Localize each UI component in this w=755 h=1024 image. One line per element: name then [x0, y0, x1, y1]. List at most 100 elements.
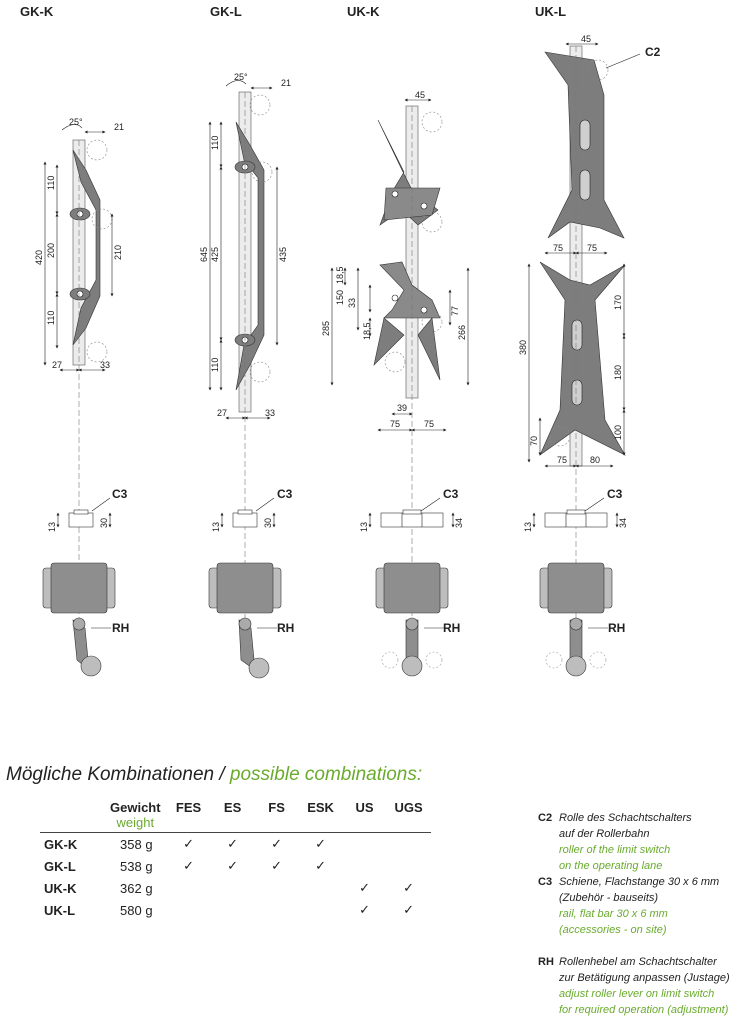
- table-header-us: US: [355, 800, 374, 815]
- dim-label: 200: [46, 243, 56, 258]
- table-header-fes: FES: [175, 800, 202, 815]
- legend-text-de: Schiene, Flachstange 30 x 6 mm: [559, 876, 720, 888]
- dim-label: 75: [553, 243, 563, 253]
- dim-label: 27: [217, 408, 227, 418]
- legend-text-en: roller of the limit switch: [559, 844, 671, 856]
- callout-c3: C3: [607, 487, 623, 501]
- dim-label: 18,5: [335, 266, 345, 284]
- dim-label: 34: [454, 518, 464, 528]
- dim-label: 77: [450, 306, 460, 316]
- combinations-heading: Mögliche Kombinationen / possible combin…: [6, 764, 422, 786]
- column-title-gk-l: GK-L: [210, 4, 242, 19]
- dim-label: 18,5: [362, 322, 372, 340]
- check-mark: ✓: [183, 836, 195, 851]
- row-name: UK-K: [44, 880, 77, 896]
- dim-label: 70: [529, 436, 539, 446]
- table-row: GK-K 358 g ✓ ✓ ✓ ✓: [40, 833, 431, 856]
- dim-label: 170: [613, 295, 623, 310]
- check-mark: ✓: [359, 902, 371, 917]
- empty-cell: [343, 855, 387, 877]
- dim-label: 180: [613, 365, 623, 380]
- dim-label: 13: [359, 522, 369, 532]
- column-title-gk-k: GK-K: [20, 4, 54, 19]
- empty-cell: [167, 899, 211, 921]
- callout-c3: C3: [277, 487, 293, 501]
- legend-text-en: for required operation (adjustment): [559, 1004, 729, 1016]
- dim-label: 33: [265, 408, 275, 418]
- empty-cell: [387, 855, 431, 877]
- legend-text-de: Rolle des Schachtschalters: [559, 812, 692, 824]
- empty-cell: [167, 877, 211, 899]
- row-name: GK-K: [44, 836, 78, 852]
- dim-label: 75: [557, 455, 567, 465]
- dim-label: 425: [210, 247, 220, 262]
- heading-en: possible combinations:: [229, 764, 423, 785]
- row-weight: 358 g: [120, 836, 153, 852]
- empty-cell: [387, 833, 431, 856]
- check-mark: ✓: [315, 836, 327, 851]
- dim-label: 21: [114, 122, 124, 132]
- dim-label: 110: [46, 311, 56, 325]
- dim-label: 27: [52, 360, 62, 370]
- check-mark: ✓: [271, 836, 283, 851]
- table-header-esk: ESK: [307, 800, 334, 815]
- legend-key: C3: [538, 876, 553, 888]
- dim-label: 21: [281, 78, 291, 88]
- row-name: UK-L: [44, 902, 76, 918]
- dim-label: 420: [34, 250, 44, 265]
- gk-l-cam-drawing: [208, 80, 279, 620]
- row-weight: 580 g: [120, 902, 153, 918]
- dim-label: 75: [424, 419, 434, 429]
- table-header-fs: FS: [268, 800, 285, 815]
- dim-label: 25°: [69, 117, 83, 127]
- callout-c2: C2: [645, 45, 661, 59]
- limit-switch-uk-k: [375, 562, 449, 677]
- dim-label: 110: [46, 176, 56, 190]
- dim-label: 150: [335, 290, 345, 305]
- legend-text-en: on the operating lane: [559, 860, 663, 872]
- dim-label: 33: [347, 298, 357, 308]
- dim-label: 30: [99, 518, 109, 528]
- empty-cell: [299, 877, 343, 899]
- heading-de: Mögliche Kombinationen /: [6, 764, 225, 785]
- limit-switch-gk-l: [208, 562, 282, 679]
- technical-drawing: 25° 21 110 420 200 210 110 27 33 25° 21 …: [34, 34, 661, 679]
- callout-c3: C3: [443, 487, 459, 501]
- empty-cell: [343, 833, 387, 856]
- table-header-ugs: UGS: [394, 800, 423, 815]
- legend-text-en: (accessories - on site): [559, 924, 667, 936]
- dim-label: 435: [278, 247, 288, 262]
- dim-label: 25°: [234, 72, 248, 82]
- callout-rh: RH: [608, 621, 625, 635]
- dim-label: 45: [415, 90, 425, 100]
- legend-text-en: rail, flat bar 30 x 6 mm: [559, 908, 668, 920]
- c3-rail-sections: [56, 497, 619, 528]
- dim-label: 75: [587, 243, 597, 253]
- legend-text-de: zur Betätigung anpassen (Justage): [559, 972, 730, 984]
- empty-cell: [211, 899, 255, 921]
- dim-label: 39: [397, 403, 407, 413]
- check-mark: ✓: [271, 858, 283, 873]
- dim-label: 13: [211, 522, 221, 532]
- limit-switch-gk-k: [42, 562, 116, 677]
- dim-label: 110: [210, 358, 220, 372]
- check-mark: ✓: [227, 858, 239, 873]
- check-mark: ✓: [227, 836, 239, 851]
- check-mark: ✓: [403, 880, 415, 895]
- dim-label: 210: [113, 245, 123, 260]
- uk-k-cam-drawing: [330, 98, 470, 620]
- column-title-uk-l: UK-L: [535, 4, 567, 19]
- callout-rh: RH: [443, 621, 460, 635]
- dim-label: 13: [523, 522, 533, 532]
- table-header-es: ES: [223, 800, 242, 815]
- table-header-empty: [40, 800, 104, 833]
- callout-rh: RH: [112, 621, 129, 635]
- callout-c3: C3: [112, 487, 128, 501]
- empty-cell: [211, 877, 255, 899]
- dim-label: 45: [581, 34, 591, 44]
- check-mark: ✓: [183, 858, 195, 873]
- dim-label: 380: [518, 340, 528, 355]
